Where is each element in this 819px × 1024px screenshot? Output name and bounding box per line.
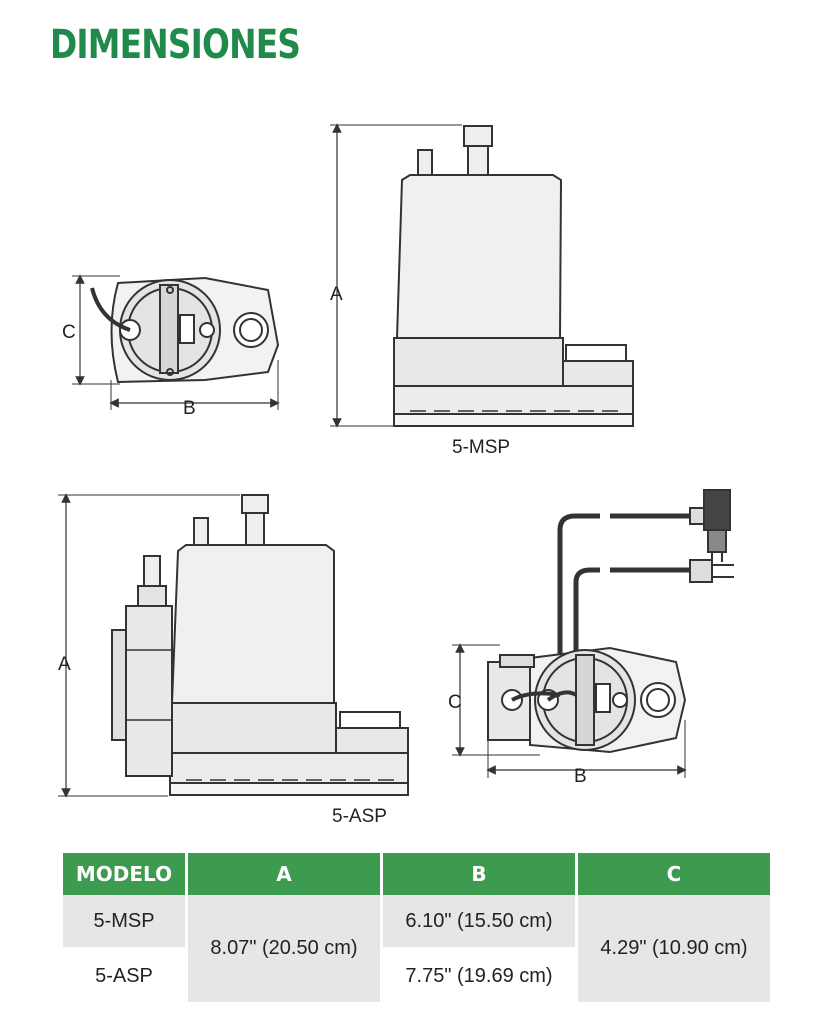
top-view-drawing-asp <box>452 489 734 778</box>
table-row: 5-ASP 7.75" (19.69 cm) <box>63 950 770 1002</box>
header-c: C <box>578 853 770 895</box>
table-row: 5-MSP 8.07" (20.50 cm) 6.10" (15.50 cm) … <box>63 895 770 1002</box>
side-view-drawing-asp <box>58 493 409 798</box>
side-view-drawing-msp <box>330 123 634 428</box>
cell-modelo-msp: 5-MSP <box>63 895 185 950</box>
dimensions-table: MODELO A B C 5-MSP 8.07" (20.50 cm) 6.10… <box>60 853 773 1002</box>
cell-a-value: 8.07" (20.50 cm) <box>188 895 380 1002</box>
model-label-msp: 5-MSP <box>452 437 510 458</box>
dim-c-label-2: C <box>448 692 462 713</box>
dim-b-label-2: B <box>574 766 587 787</box>
cell-b-asp: 7.75" (19.69 cm) <box>383 950 575 1002</box>
header-a: A <box>188 853 380 895</box>
cell-b-msp: 6.10" (15.50 cm) <box>383 895 575 950</box>
table-header-row: MODELO A B C <box>63 853 770 895</box>
page-title: DIMENSIONES <box>50 22 301 68</box>
dimension-drawings: C B A 5-MSP <box>58 123 734 827</box>
model-label-asp: 5-ASP <box>332 806 387 827</box>
cell-modelo-asp: 5-ASP <box>63 950 185 1002</box>
dim-b-label-1: B <box>183 398 196 419</box>
dim-a-label-2: A <box>58 654 71 675</box>
dim-c-label-1: C <box>62 322 76 343</box>
top-view-drawing-msp <box>72 274 280 410</box>
dim-a-label-1: A <box>330 284 343 305</box>
cell-c-value: 4.29" (10.90 cm) <box>578 895 770 1002</box>
header-b: B <box>383 853 575 895</box>
header-modelo: MODELO <box>63 853 185 895</box>
